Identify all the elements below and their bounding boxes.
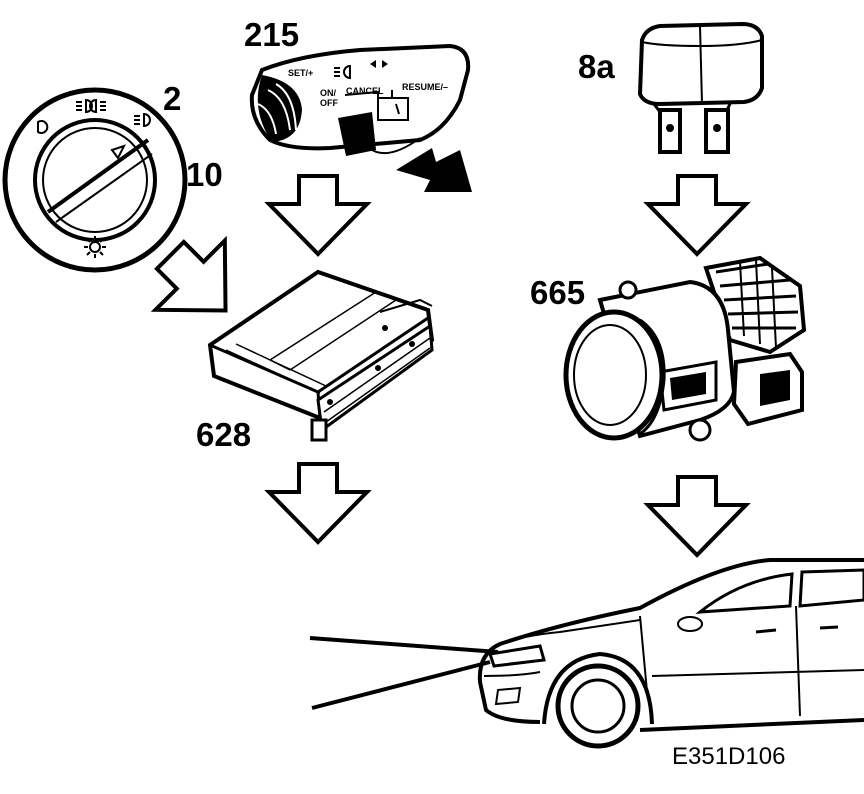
stalk-set-text: SET/+ [288,68,313,78]
cruise-control-stalk-icon: SET/+ ON/ OFF CANCEL RESUME/– [249,43,472,192]
arrow-icon [646,174,748,256]
car-icon [309,558,864,749]
label-8a: 8a [578,48,615,85]
motion-arrow-icon [396,148,472,192]
label-215: 215 [244,16,300,53]
stalk-onoff-text-2: OFF [320,98,338,108]
fog-lamp-icon [563,255,807,442]
stalk-cancel-text: CANCEL [346,86,384,96]
arrow-icon [267,174,369,256]
arrow-icon [646,475,748,557]
label-628: 628 [196,416,252,453]
figure-code: E351D106 [672,743,786,770]
relay-icon [637,21,764,154]
stalk-onoff-text-1: ON/ [320,88,337,98]
label-665: 665 [530,274,586,311]
stalk-resume-text: RESUME/– [402,82,448,92]
control-module-icon [207,269,435,442]
headlight-switch-icon [2,87,188,273]
label-10: 10 [186,156,223,193]
label-2: 2 [163,80,182,117]
arrow-icon [267,462,369,544]
